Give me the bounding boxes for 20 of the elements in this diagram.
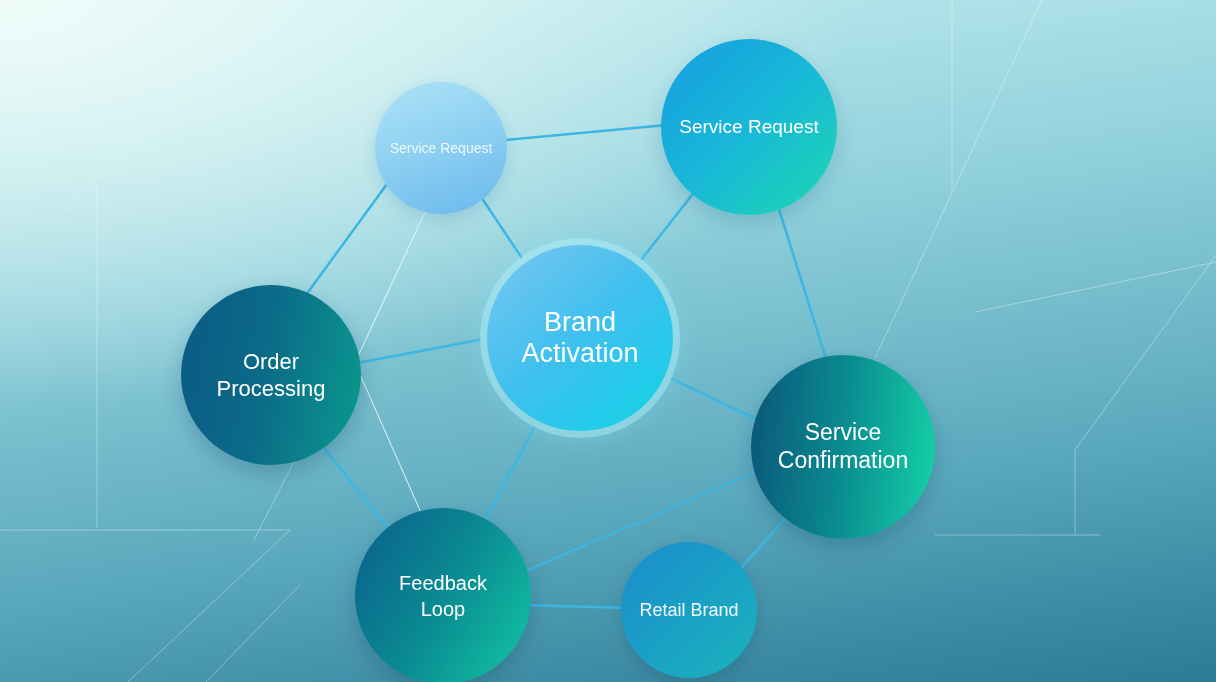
node-label: Order Processing bbox=[215, 347, 327, 403]
connector-line bbox=[777, 208, 827, 358]
node-label: Service Request bbox=[678, 114, 820, 139]
connector-line bbox=[505, 124, 663, 142]
node-label: Feedback Loop bbox=[398, 571, 488, 622]
connector-line bbox=[529, 603, 623, 609]
node-label: Service Confirmation bbox=[776, 419, 910, 475]
connector-line bbox=[481, 198, 523, 259]
connector-line bbox=[526, 471, 756, 572]
connector-line bbox=[670, 377, 757, 420]
connector-line bbox=[740, 517, 787, 569]
node-label: Brand Activation bbox=[520, 306, 640, 370]
connector-line bbox=[484, 425, 536, 521]
connector-line bbox=[306, 183, 388, 295]
connector-line bbox=[358, 211, 426, 356]
node-label: Retail Brand bbox=[638, 598, 740, 622]
connector-line bbox=[640, 193, 694, 261]
connector-line bbox=[322, 446, 389, 529]
node-label: Service Request bbox=[388, 138, 494, 158]
connector-line bbox=[358, 338, 482, 364]
